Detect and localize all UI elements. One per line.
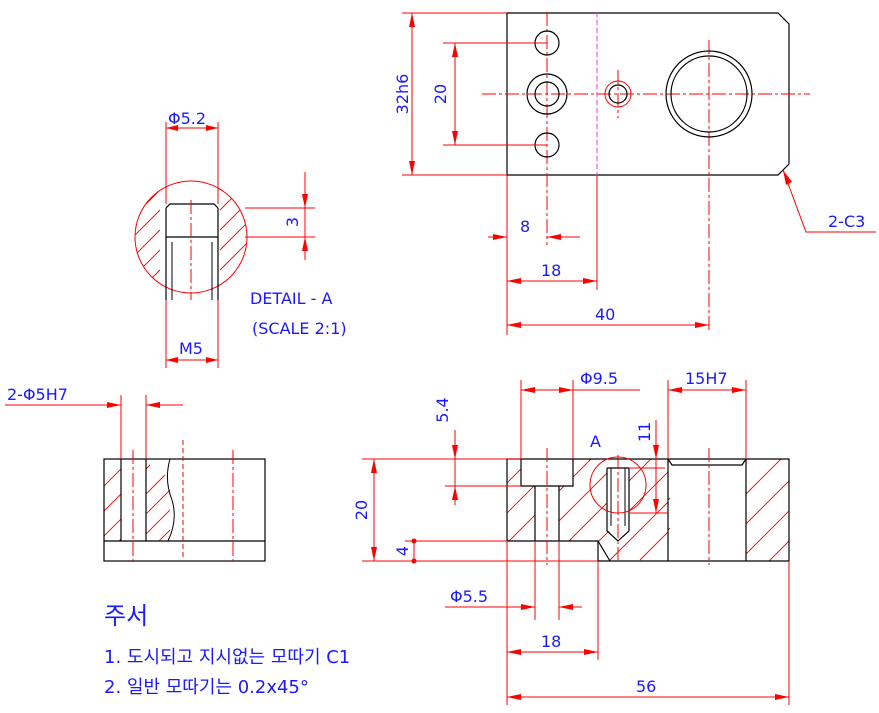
dim-detail-thread: M5 [179,339,203,358]
arrow [452,445,458,459]
arrow [206,125,218,131]
detail-a-view: Φ5.2 3 M5 DETAIL - A (SCALE 2:1) [134,109,347,368]
dim-15h7: 15H7 [685,369,728,388]
notes-line-2: 2. 일반 모따기는 0.2x45° [104,677,309,698]
tapped-hole-thread [604,80,632,108]
arrow [107,402,121,408]
arrow [507,694,521,700]
arrow [166,125,178,131]
arrow [583,278,597,284]
arrow [302,194,308,208]
arrow [409,161,415,175]
arrow [409,13,415,27]
dim-18-top: 18 [541,261,561,280]
dim-dia-5-5: Φ5.5 [450,587,488,606]
notes-line-1: 1. 도시되고 지시없는 모따기 C1 [104,647,350,668]
top-counterbore-inner [534,81,560,107]
arrow [653,445,659,459]
section-hatch-right [739,459,789,561]
side-view: 2-Φ5H7 [5,385,266,565]
dim-20-front: 20 [352,500,371,520]
arrow [371,547,377,561]
arrow [653,499,659,513]
dim-detail-dia: Φ5.2 [168,109,206,128]
arrow [732,387,746,393]
detail-title: DETAIL - A [250,289,332,308]
arrow [302,237,308,251]
arrow [452,486,458,500]
dim-2-c3: 2-C3 [828,212,865,231]
arrow [507,278,521,284]
side-view-outline [103,458,266,562]
dim-11: 11 [635,422,654,442]
dim-dia-9-5: Φ9.5 [580,369,618,388]
hole-cutout [166,181,218,293]
front-section-view: A 5.4 Φ9.5 15H7 11 20 [352,369,790,705]
arrow [452,131,458,145]
dim-dot [411,558,417,564]
dim-detail-depth: 3 [283,217,302,227]
break-line [166,458,175,542]
arrow [371,459,377,473]
chamfer-edge [597,540,611,562]
arrow [668,387,682,393]
bore-profile [667,458,747,561]
arrow [521,604,535,610]
top-view: 32h6 20 2-C3 8 18 40 [393,12,876,335]
arrow [166,357,178,363]
arrow [493,234,507,240]
dim-side-holes: 2-Φ5H7 [7,385,68,404]
tapped-hole [608,84,628,104]
dim-32h6: 32h6 [393,74,412,115]
arrow [584,649,598,655]
arrow [547,234,561,240]
top-bore-inner [670,55,748,133]
dim-56: 56 [636,677,656,696]
dim-40: 40 [595,305,615,324]
arrow [507,649,521,655]
notes-title: 주서 [104,602,148,630]
top-bore-outer [665,50,753,138]
arrow [559,604,573,610]
arrow [695,322,709,328]
arrow [783,170,792,185]
detail-hole-profile [165,203,219,300]
arrow [775,694,789,700]
dim-dot [411,538,417,544]
detail-marker-circle [589,456,647,514]
dim-4: 4 [393,546,412,556]
top-counterbore-outer [526,73,568,115]
arrow [521,387,535,393]
notes-block: 주서 1. 도시되고 지시없는 모따기 C1 2. 일반 모따기는 0.2x45… [104,602,350,698]
arrow [559,387,573,393]
dim-18-front: 18 [541,632,561,651]
dim-5-4: 5.4 [433,397,452,422]
counterbore-profile [520,459,574,541]
detail-marker-label: A [590,432,601,451]
chamfer-leader [782,169,876,233]
arrow [507,322,521,328]
arrow [452,43,458,57]
arrow [146,402,160,408]
detail-scale: (SCALE 2:1) [252,319,347,338]
bore-cutout [668,459,746,561]
arrow [206,357,218,363]
dim-8: 8 [520,217,530,236]
dim-20-top: 20 [431,84,450,104]
